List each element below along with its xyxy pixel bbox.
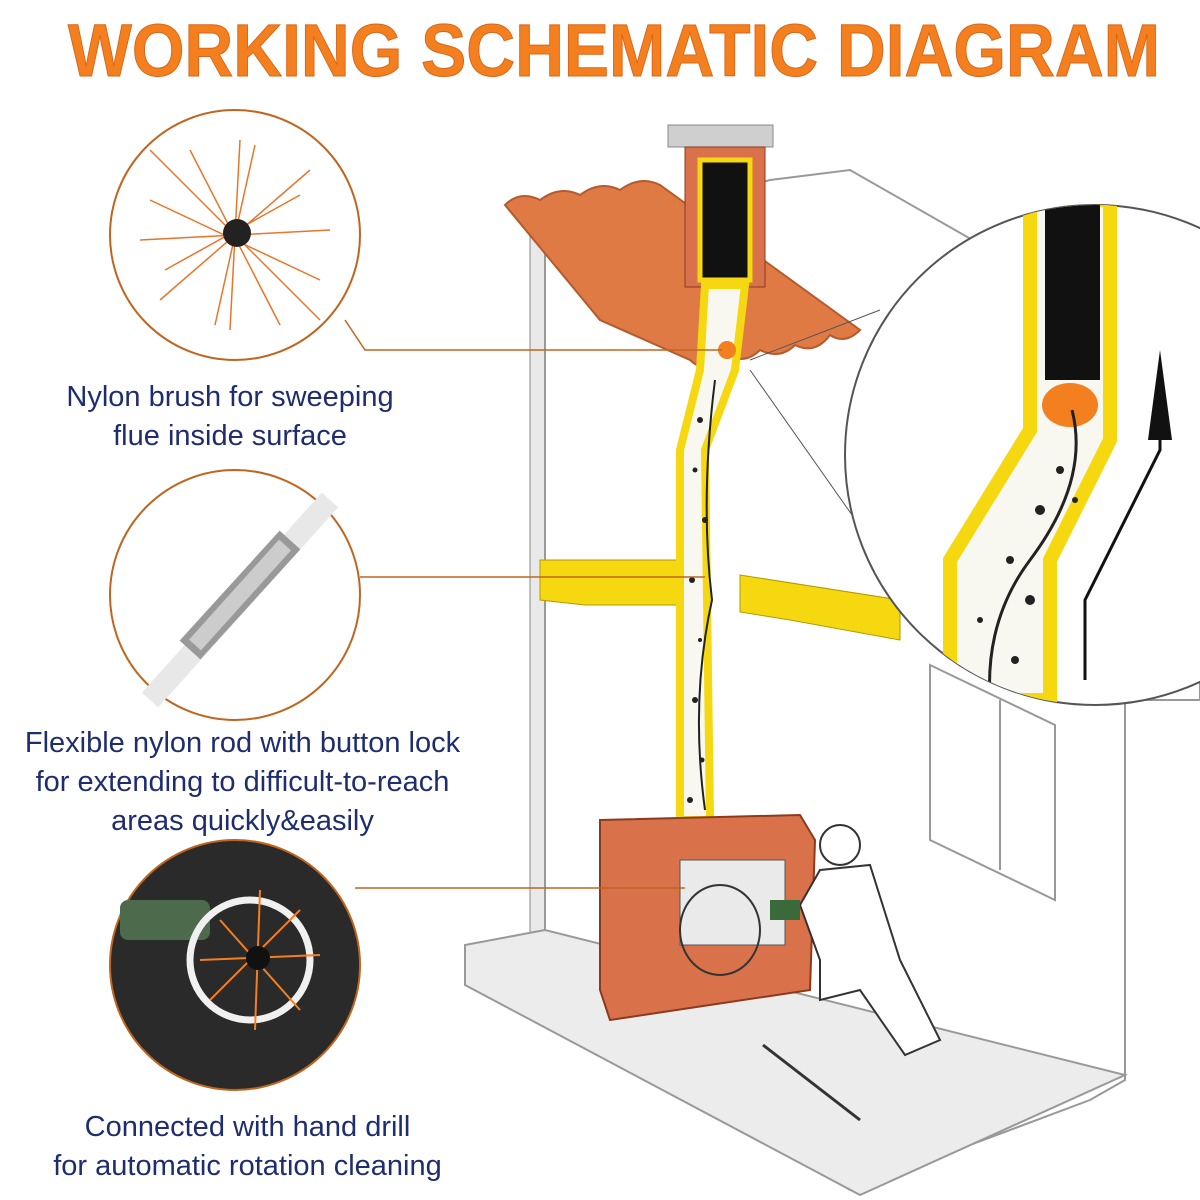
caption-line: Flexible nylon rod with button lock [24, 727, 461, 759]
hand-drill-photo-icon [109, 839, 361, 1091]
feature-caption-rod: Flexible nylon rod with button lock for … [10, 724, 475, 841]
worker-figure [679, 824, 942, 1057]
page-title: WORKING SCHEMATIC DIAGRAM [68, 9, 1160, 92]
caption-line: areas quickly&easily [111, 805, 374, 837]
feature-caption-brush: Nylon brush for sweeping flue inside sur… [30, 378, 430, 456]
caption-line: for automatic rotation cleaning [53, 1150, 442, 1182]
rod-button-lock-icon [109, 469, 361, 721]
brush-head-in-flue [718, 341, 736, 359]
caption-line: Nylon brush for sweeping [66, 381, 394, 413]
caption-line: Connected with hand drill [84, 1111, 411, 1143]
caption-line: for extending to difficult-to-reach [35, 766, 450, 798]
feature-caption-drill: Connected with hand drill for automatic … [20, 1108, 475, 1186]
nylon-brush-icon [109, 109, 361, 361]
caption-line: flue inside surface [113, 420, 347, 452]
flue-zoom-detail [749, 204, 1200, 706]
leader-lines [344, 319, 722, 889]
